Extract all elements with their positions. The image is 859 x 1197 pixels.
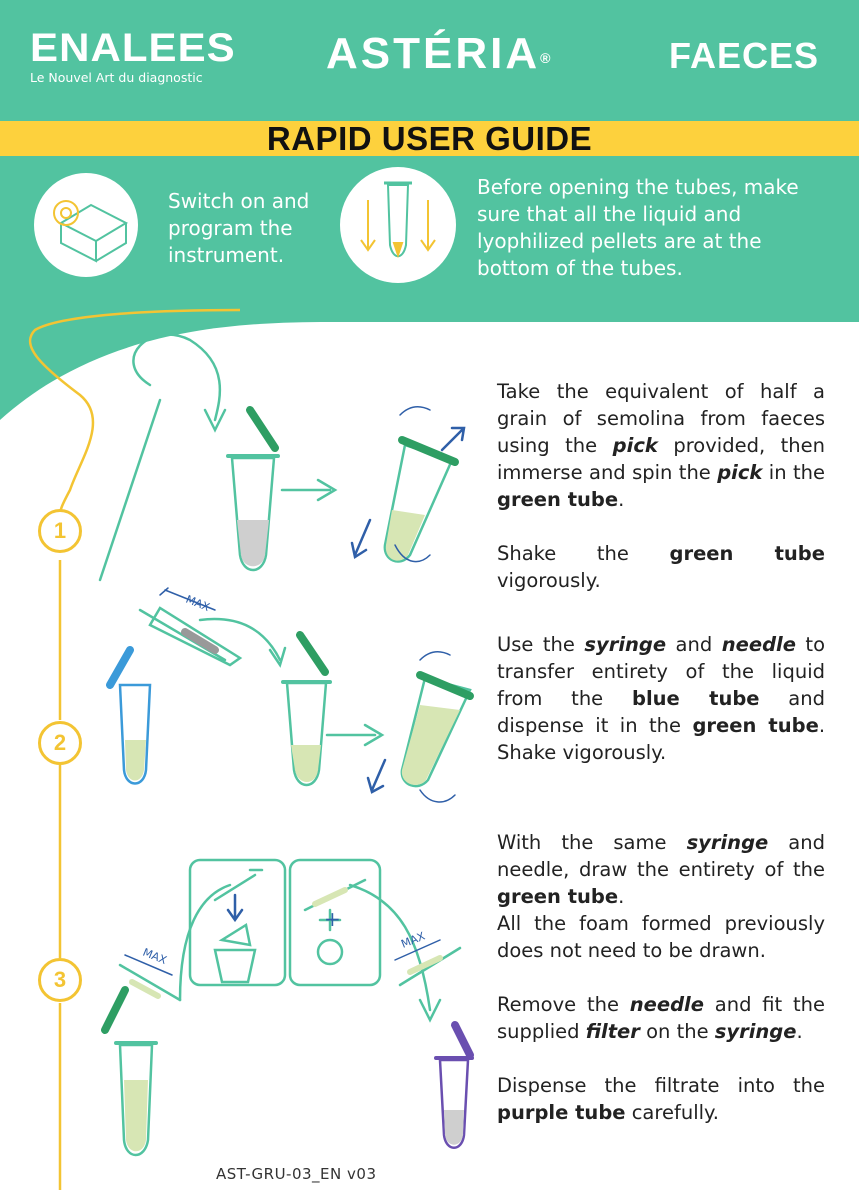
logo-tagline: Le Nouvel Art du diagnostic <box>30 70 203 85</box>
plus-sign: + <box>324 907 341 931</box>
sample-type: FAECES <box>668 35 819 76</box>
instrument-gear-icon <box>53 200 129 263</box>
step2-illustration <box>106 587 474 803</box>
step3-illustration <box>101 858 474 1157</box>
step3-instructions: With the same syringe and needle, draw t… <box>497 829 825 1126</box>
step1-instructions: Take the equivalent of half a grain of s… <box>497 378 825 594</box>
step2-paragraph-1: Use the syringe and needle to transfer e… <box>497 633 826 764</box>
step3-paragraph-4: Dispense the filtrate into the purple tu… <box>497 1074 825 1124</box>
step-number-3: 3 <box>38 958 82 1002</box>
step-number-2: 2 <box>38 721 82 765</box>
step1-illustration <box>98 333 466 582</box>
step1-paragraph-2: Shake the green tube vigorously. <box>497 542 825 592</box>
yellow-curves <box>28 308 241 1190</box>
tube-spin-down-icon <box>360 181 436 259</box>
step-number-1: 1 <box>38 509 82 553</box>
step1-paragraph-1: Take the equivalent of half a grain of s… <box>497 380 825 511</box>
enalees-logo: ENALEES Le Nouvel Art du diagnostic <box>30 28 235 85</box>
step3-paragraph-2: All the foam formed previously does not … <box>497 912 825 962</box>
step3-paragraph-3: Remove the needle and fit the supplied f… <box>497 993 825 1043</box>
document-code: AST-GRU-03_EN v03 <box>216 1165 377 1183</box>
prep-circle-2 <box>340 167 456 283</box>
prep-text-2: Before opening the tubes, make sure that… <box>477 175 799 280</box>
prep-text-1: Switch on and program the instrument. <box>168 189 310 267</box>
banner-title: RAPID USER GUIDE <box>266 120 593 157</box>
step3-paragraph-1: With the same syringe and needle, draw t… <box>497 831 825 908</box>
logo-name: ENALEES <box>30 26 236 70</box>
registered-mark: ® <box>540 50 551 66</box>
step2-instructions: Use the syringe and needle to transfer e… <box>497 631 825 766</box>
product-title: ASTÉRIA® <box>326 29 551 78</box>
banner <box>0 121 859 156</box>
